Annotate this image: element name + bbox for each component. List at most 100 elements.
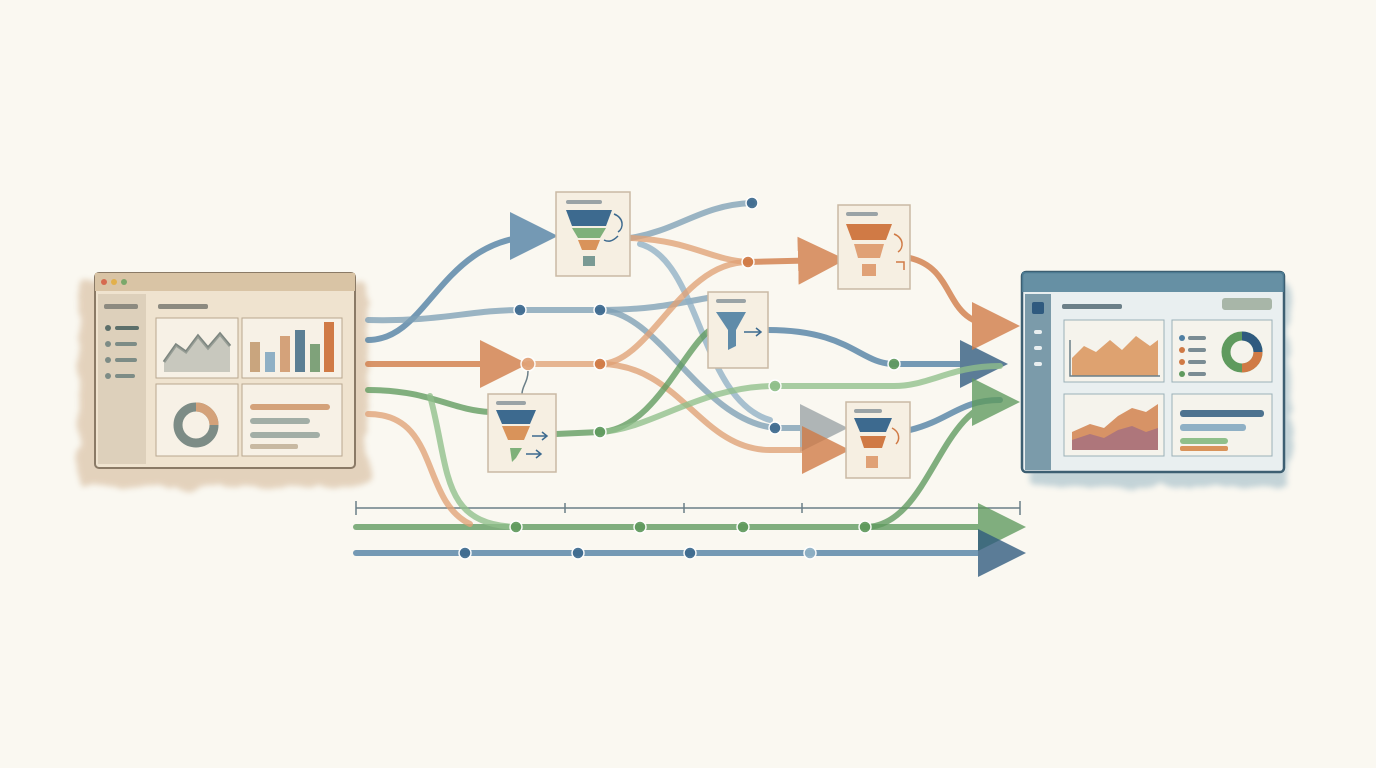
flow-node (768, 421, 782, 435)
target-titlebar (1022, 272, 1284, 292)
flow-nodes (458, 196, 901, 560)
timeline-node (458, 546, 472, 560)
blue-flow-arrow (765, 327, 1008, 388)
green-flow-line (597, 363, 1003, 435)
funnel-card-1 (555, 191, 631, 277)
card-header-line (716, 299, 746, 303)
sidebar-line (115, 326, 139, 330)
window-maximize-icon (121, 279, 127, 285)
timeline-node (683, 546, 697, 560)
orange-flow-line (627, 235, 751, 265)
bar-chart-icon (265, 352, 275, 372)
horizontal-bar-icon (250, 404, 330, 410)
sidebar-line (115, 358, 137, 362)
funnel-filter-icon (854, 418, 892, 432)
flow-node (520, 356, 536, 372)
area-chart-icon (1072, 336, 1158, 376)
legend-line (1188, 336, 1206, 340)
funnel-filter-icon (716, 312, 746, 350)
bar-chart-icon (250, 342, 260, 372)
timeline-node (633, 520, 647, 534)
funnel-layer (860, 436, 886, 448)
sidebar-dot (105, 325, 111, 331)
flow-node (887, 357, 901, 371)
funnel-output (862, 264, 876, 276)
horizontal-bar-icon (1180, 424, 1246, 431)
connector-line (521, 370, 529, 395)
card-header-line (846, 212, 878, 216)
window-minimize-icon (111, 279, 117, 285)
timeline-node (509, 520, 523, 534)
funnel-layer (502, 426, 530, 440)
card-header-line (566, 200, 602, 204)
sidebar-dot (105, 357, 111, 363)
blue-flow-arrow (597, 307, 848, 452)
timeline-node (571, 546, 585, 560)
card-header-line (496, 401, 526, 405)
donut-segment (1241, 331, 1263, 353)
bar-chart-icon (324, 322, 334, 372)
funnel-output (866, 456, 878, 468)
horizontal-bar-icon (1180, 438, 1228, 444)
funnel-card-4 (837, 204, 911, 290)
flow-node (745, 196, 759, 210)
sidebar-line (1034, 346, 1042, 350)
timeline-node (736, 520, 750, 534)
funnel-output (583, 256, 595, 266)
legend-dot (1179, 347, 1185, 353)
funnel-layer (578, 240, 600, 250)
orange-flow-line (365, 411, 473, 527)
header-line (1062, 304, 1122, 309)
legend-dot (1179, 335, 1185, 341)
blue-flow-line (627, 200, 755, 241)
horizontal-bar-icon (1180, 446, 1228, 451)
legend-dot (1179, 371, 1185, 377)
funnel-filter-icon (496, 410, 536, 424)
horizontal-bar-icon (1180, 410, 1264, 417)
flow-node (513, 303, 527, 317)
sidebar-dot (105, 341, 111, 347)
funnel-card-3 (487, 393, 557, 473)
timelines (353, 501, 1026, 577)
sidebar-line (1034, 362, 1042, 366)
chart-axis (1069, 340, 1160, 377)
flow-node (768, 379, 782, 393)
header-line (158, 304, 208, 309)
green-flow-arrow (862, 378, 1020, 530)
card-header-line (854, 409, 882, 413)
refresh-arrows-icon (896, 261, 905, 270)
orange-flow-arrow (907, 255, 1020, 350)
horizontal-bar-icon (250, 444, 298, 449)
flow-node (593, 357, 607, 371)
sidebar-line (1034, 330, 1042, 334)
timeline-node (858, 520, 872, 534)
green-flow-line (427, 393, 519, 530)
blue-flow-line (637, 241, 773, 423)
timeline-node (803, 546, 817, 560)
target-sidebar (1025, 294, 1051, 470)
source-sidebar (98, 294, 146, 464)
sidebar-line (115, 374, 135, 378)
bar-chart-icon (295, 330, 305, 372)
refresh-arrows-icon (891, 427, 900, 445)
flow-node (593, 425, 607, 439)
target-dashboard (1020, 270, 1290, 487)
flow-node (593, 303, 607, 317)
header-button-shape (1222, 298, 1272, 310)
funnel-layer (854, 244, 884, 258)
legend-line (1188, 348, 1206, 352)
sidebar-line (104, 304, 138, 309)
app-logo-icon (1032, 302, 1044, 314)
funnel-filter-icon (566, 210, 612, 226)
legend-line (1188, 360, 1206, 364)
bar-chart-icon (310, 344, 320, 372)
funnel-card-5 (845, 401, 911, 479)
orange-flow-arrow (597, 361, 850, 474)
area-chart-icon (1072, 426, 1158, 450)
source-titlebar (95, 273, 355, 291)
arrow-right-icon (755, 327, 763, 337)
legend-dot (1179, 359, 1185, 365)
donut-segment (1241, 351, 1263, 373)
